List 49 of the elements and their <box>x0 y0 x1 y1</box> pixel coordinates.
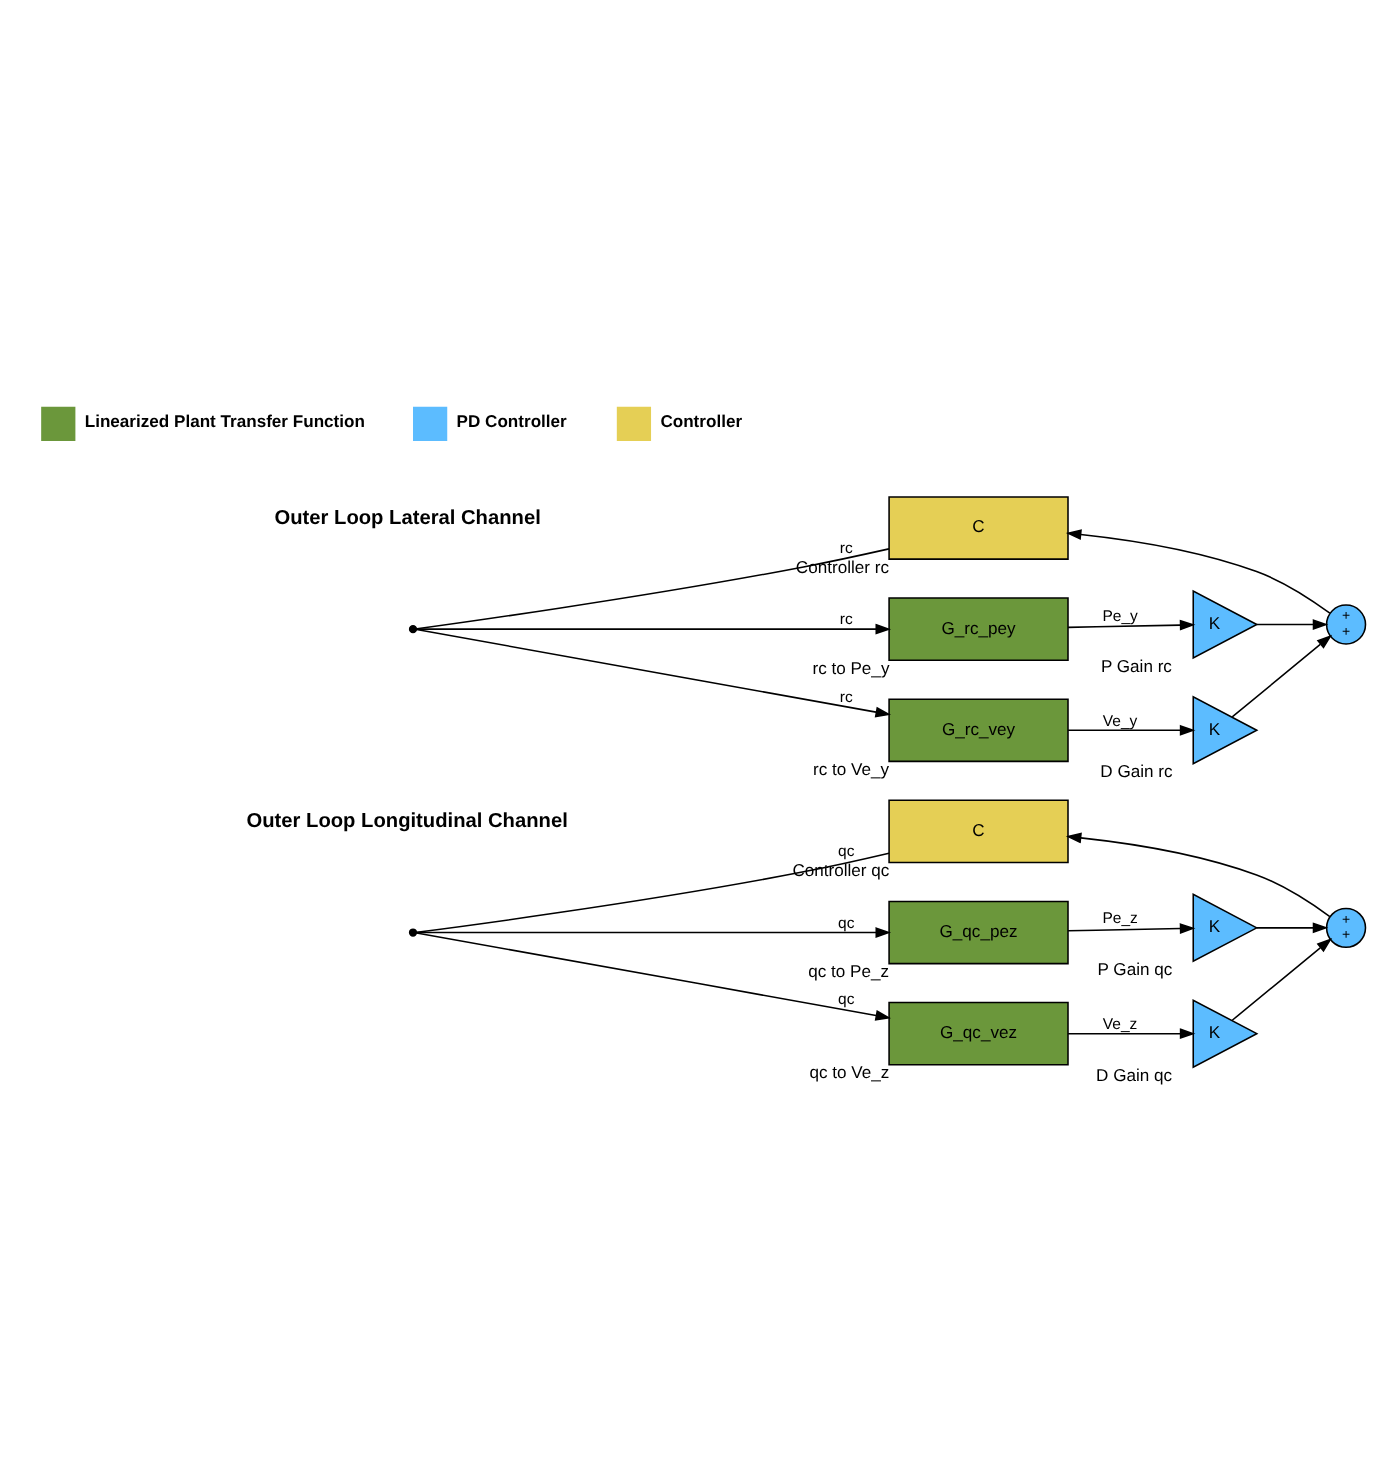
label: Outer Loop Lateral Channel <box>274 507 541 530</box>
node-label: qc to Ve_z <box>809 1062 890 1083</box>
arrow <box>1067 923 1196 934</box>
node-label: qc to Pe_z <box>808 961 890 982</box>
node-label: P Gain qc <box>1097 959 1173 979</box>
arrow <box>1067 724 1196 736</box>
node-label: Controller rc <box>795 556 889 577</box>
arrow <box>415 628 892 718</box>
arrow <box>415 927 892 938</box>
node-box: C <box>888 496 1069 560</box>
node-label: rc to Ve_y <box>812 759 889 780</box>
connector <box>416 852 890 933</box>
arrow <box>1067 619 1196 631</box>
legend-label: PD Controller <box>456 410 567 431</box>
arrow <box>1065 529 1331 614</box>
arrow <box>1065 832 1331 918</box>
node-label: rc to Pe_y <box>812 657 890 678</box>
connector <box>416 548 890 630</box>
node-dot <box>408 928 418 937</box>
arrow <box>1255 619 1329 630</box>
node-label: Controller qc <box>792 860 890 881</box>
arrow <box>1231 938 1333 1022</box>
edge-label: qc <box>838 990 855 1009</box>
arrow <box>1231 634 1333 718</box>
arrow <box>1255 922 1329 934</box>
node-label: D Gain rc <box>1100 761 1173 782</box>
node-label: P Gain rc <box>1100 655 1172 676</box>
edge-label: rc <box>839 688 853 707</box>
edge-label: qc <box>838 842 855 861</box>
arrow <box>415 932 892 1021</box>
node-dot <box>408 625 418 634</box>
edge-label: rc <box>839 538 853 557</box>
arrow <box>415 623 892 635</box>
edge-label: Pe_z <box>1102 909 1138 928</box>
node-box: G_rc_vey <box>888 698 1069 763</box>
node-label: D Gain qc <box>1096 1064 1173 1085</box>
edge-label: Ve_y <box>1102 711 1138 730</box>
arrow <box>1067 1028 1196 1040</box>
edge-label: rc <box>839 610 853 629</box>
node-box: G_qc_pez <box>888 900 1069 965</box>
node-box: G_qc_vez <box>888 1001 1069 1066</box>
edge-label: Ve_z <box>1102 1014 1138 1033</box>
label: Outer Loop Longitudinal Channel <box>246 811 568 834</box>
edge-label: qc <box>838 913 855 932</box>
legend-label: Linearized Plant Transfer Function <box>84 410 365 431</box>
node-box: G_rc_pey <box>888 597 1069 662</box>
edge-label: Pe_y <box>1102 607 1138 626</box>
node-box: C <box>888 799 1069 864</box>
legend-label: Controller <box>660 410 743 431</box>
